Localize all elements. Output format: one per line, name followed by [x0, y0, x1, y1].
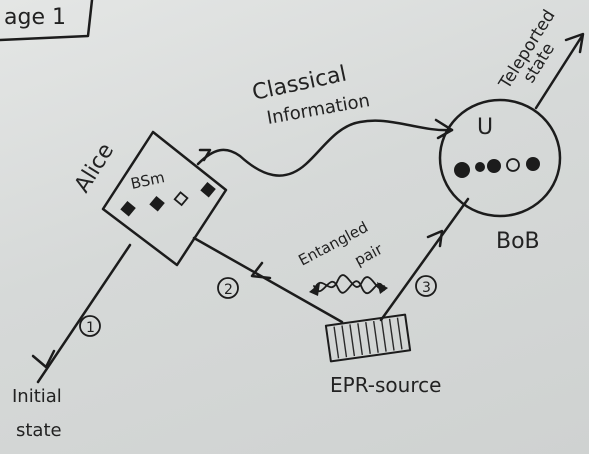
bob-qubit-small-icon: [475, 162, 485, 172]
epr-to-alice-arrowhead: [250, 261, 272, 280]
epr-to-bob-line: [379, 197, 470, 322]
alice-box: [101, 130, 228, 267]
step-2-circle: [217, 277, 239, 299]
bob-label: BoB: [496, 229, 540, 254]
bob-qubit-empty-icon: [506, 158, 520, 172]
page-label: age 1: [4, 5, 66, 30]
bob-qubit-filled-icon: [526, 157, 540, 171]
epr-source-node: EPR-source: [324, 313, 441, 397]
bob-qubit-filled-icon: [454, 162, 470, 178]
bob-qubit-filled-icon: [487, 159, 501, 173]
epr-to-bob-edge: 3: [379, 197, 470, 322]
classical-start-tick: [198, 148, 212, 162]
teleported-arrowhead: [564, 32, 585, 54]
alice-node: Alice BSm: [70, 130, 228, 267]
step-1-circle: [79, 315, 101, 337]
initial-state-arrowhead: [31, 349, 56, 369]
bob-node: U BoB: [438, 98, 562, 254]
step-3-label: 3: [422, 280, 431, 296]
bsm-filled-square-icon: [149, 195, 165, 212]
classical-arrowhead: [434, 118, 454, 140]
bsm-empty-square-icon: [173, 191, 189, 207]
entangled-pair: Entangled pair: [295, 218, 388, 296]
epr-to-bob-arrowhead: [426, 229, 444, 248]
teleported-edge: Teleported state: [495, 6, 585, 110]
initial-state-label-line1: Initial: [12, 386, 62, 407]
entangled-label-line2: pair: [351, 240, 386, 270]
page-label-box: age 1: [0, 0, 94, 42]
classical-edge: Classical Information: [196, 62, 454, 177]
bob-operator-label: U: [477, 115, 493, 140]
epr-to-alice-edge: 2: [192, 236, 344, 324]
bob-circle: [438, 98, 562, 218]
classical-line: [196, 119, 454, 177]
alice-label: Alice: [70, 139, 119, 197]
epr-source-label: EPR-source: [330, 373, 441, 397]
initial-state-label-line2: state: [16, 420, 62, 441]
bsm-filled-square-icon: [200, 181, 216, 198]
entangled-wave-b: [313, 280, 385, 295]
bsm-filled-square-icon: [120, 200, 136, 217]
epr-to-alice-line: [192, 236, 344, 324]
epr-source-hatching: [333, 317, 403, 359]
alice-bsm-label: BSm: [129, 168, 166, 193]
entangled-right-arrowhead-icon: [377, 282, 388, 294]
initial-state-line: [36, 243, 132, 384]
step-3-circle: [415, 275, 437, 297]
teleported-line: [534, 34, 584, 110]
initial-state-edge: 1 Initial state: [12, 243, 132, 441]
entangled-left-arrowhead-icon: [309, 283, 320, 296]
step-2-label: 2: [224, 282, 233, 298]
epr-source-box: [324, 313, 412, 363]
step-1-label: 1: [86, 320, 95, 336]
